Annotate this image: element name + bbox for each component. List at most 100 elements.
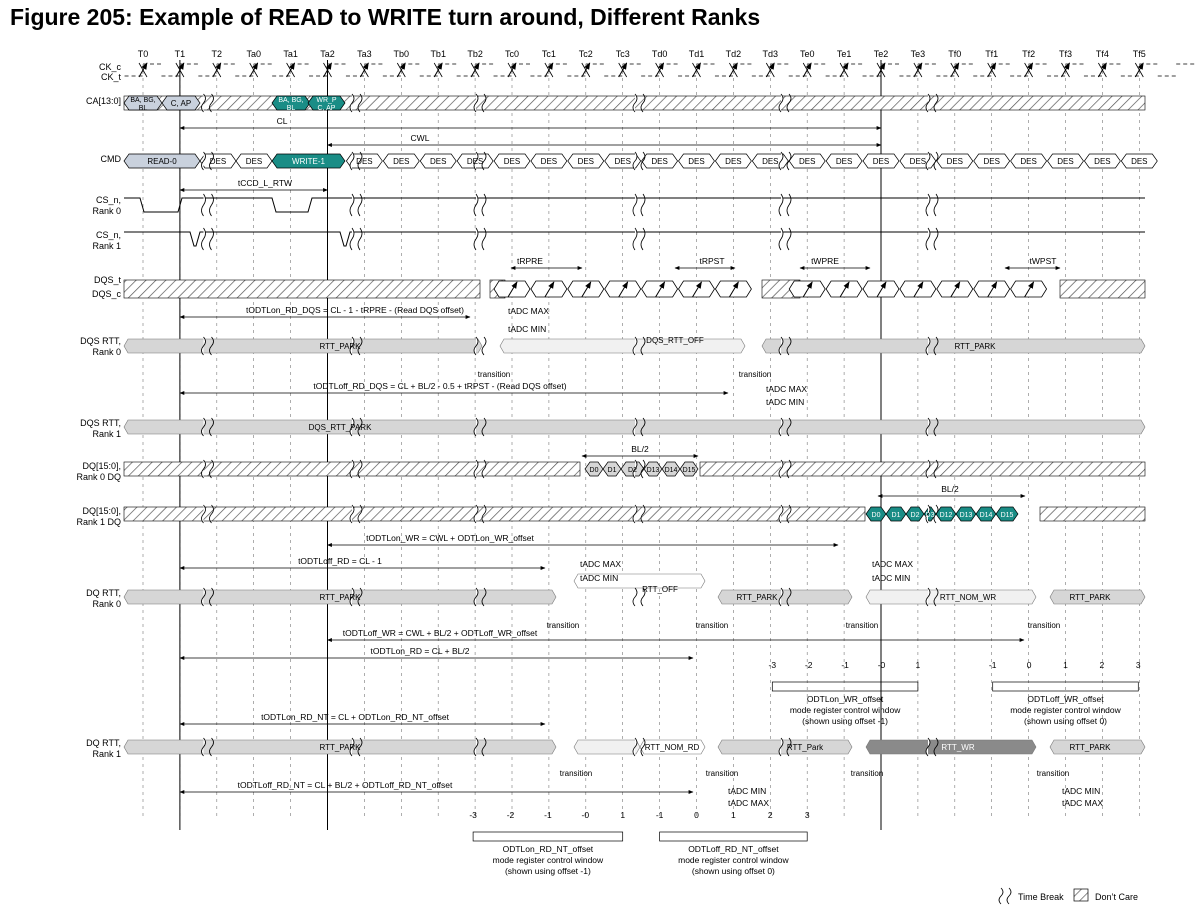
time-break-icon bbox=[933, 417, 939, 437]
time-break-icon bbox=[933, 737, 939, 757]
cmd-des-label: DES bbox=[393, 157, 409, 166]
clock-cross bbox=[618, 62, 628, 78]
control-window-box bbox=[659, 831, 808, 842]
dqs-edge-arrow bbox=[728, 281, 739, 298]
clock-cross bbox=[175, 62, 185, 78]
time-break-icon bbox=[778, 93, 784, 113]
dq-rtt-r1-park-label: RTT_PARK bbox=[319, 743, 361, 752]
time-break-icon bbox=[640, 737, 646, 757]
time-break-icon bbox=[632, 587, 638, 607]
adc-label: tADC MAX bbox=[728, 798, 769, 808]
time-break-icon bbox=[925, 417, 931, 437]
time-break-icon bbox=[933, 504, 939, 524]
time-break-icon bbox=[357, 336, 363, 356]
control-window-box bbox=[472, 831, 624, 842]
clock-label: Tf1 bbox=[985, 49, 998, 59]
odtlon-wr-arrow-label: tODTLon_WR = CWL + ODTLon_WR_offset bbox=[366, 533, 534, 543]
cmd-des-label: DES bbox=[430, 157, 446, 166]
clock-cross bbox=[544, 62, 554, 78]
adc-label: tADC MAX bbox=[766, 384, 807, 394]
clock-label: Tf0 bbox=[948, 49, 961, 59]
time-break-icon bbox=[473, 227, 479, 251]
odtlon-rd-dqs-arrow-label: tODTLon_RD_DQS = CL - 1 - tRPRE - (Read … bbox=[246, 305, 464, 315]
cmd-des-label: DES bbox=[467, 157, 483, 166]
signal-name: Rank 1 bbox=[92, 749, 121, 759]
time-break-icon bbox=[481, 737, 487, 757]
time-break-icon bbox=[786, 227, 792, 251]
clock-label: Tc2 bbox=[579, 49, 593, 59]
odtloff-rd-dqs-arrow-label: tODTLoff_RD_DQS = CL + BL/2 - 0.5 + tRPS… bbox=[313, 381, 566, 391]
window-tick: -2 bbox=[805, 660, 813, 670]
time-break-icon bbox=[786, 193, 792, 217]
time-break-icon bbox=[473, 151, 479, 171]
signal-name: Rank 0 DQ bbox=[76, 472, 121, 482]
dqs-edge-arrow bbox=[950, 281, 961, 298]
time-break-icon bbox=[632, 151, 638, 171]
odtlon-rd-nt-arrow-label: tODTLon_RD_NT = CL + ODTLon_RD_NT_offset bbox=[261, 712, 450, 722]
time-break-icon bbox=[933, 459, 939, 479]
time-break-icon bbox=[357, 737, 363, 757]
odtlon-rd-arrow-label: tODTLon_RD = CL + BL/2 bbox=[371, 646, 470, 656]
adc-label: tADC MIN bbox=[872, 573, 910, 583]
adc-label: tADC MAX bbox=[508, 306, 549, 316]
dqs-toggle bbox=[825, 280, 863, 298]
clock-label: Td3 bbox=[763, 49, 779, 59]
dq-r0-dont-care bbox=[699, 461, 1146, 477]
cmd-des bbox=[382, 153, 420, 169]
time-break-icon bbox=[209, 587, 214, 607]
cmd-des-label: DES bbox=[762, 157, 778, 166]
cmd-des-label: DES bbox=[1020, 157, 1036, 166]
cmd-des-label: DES bbox=[578, 157, 594, 166]
time-break-icon bbox=[349, 227, 355, 251]
cmd-des bbox=[641, 153, 679, 169]
clock-label: Te2 bbox=[874, 49, 889, 59]
window-tick: 0 bbox=[1027, 660, 1032, 670]
dq-r1-data-label: D2 bbox=[911, 512, 920, 519]
time-break-icon bbox=[473, 459, 479, 479]
window-tick: 1 bbox=[731, 810, 736, 820]
time-break-icon bbox=[473, 417, 479, 437]
bl2-r0-arrow-label: BL/2 bbox=[631, 444, 649, 454]
adc-label: tADC MIN bbox=[580, 573, 618, 583]
time-break-icon bbox=[209, 227, 214, 251]
dqs-toggle bbox=[530, 280, 568, 298]
cwl-arrow-label: CWL bbox=[411, 133, 430, 143]
time-break-icon bbox=[201, 587, 206, 607]
time-break-icon bbox=[201, 417, 206, 437]
clock-cross bbox=[1098, 62, 1107, 78]
dq-rtt-r0-nomwr bbox=[865, 589, 1037, 605]
ca-read-col-label: C, AP bbox=[171, 99, 191, 108]
cmd-des-label: DES bbox=[246, 157, 262, 166]
time-break-icon bbox=[632, 227, 638, 251]
time-break-icon bbox=[357, 227, 363, 251]
time-break-icon bbox=[349, 504, 355, 524]
cmd-des bbox=[862, 153, 900, 169]
time-break-icon bbox=[209, 151, 214, 171]
clock-label: Ta2 bbox=[320, 49, 335, 59]
signal-name: CS_n, bbox=[96, 230, 121, 240]
window-note: (shown using offset -1) bbox=[505, 866, 591, 876]
time-break-icon bbox=[778, 504, 784, 524]
time-break-icon bbox=[786, 151, 792, 171]
time-break-icon bbox=[925, 459, 931, 479]
clock-cross bbox=[802, 62, 812, 78]
ca-read-col bbox=[161, 95, 201, 111]
dqs-toggle bbox=[1010, 280, 1048, 298]
window-tick: -1 bbox=[544, 810, 552, 820]
time-break-icon bbox=[209, 504, 214, 524]
signal-name: CK_t bbox=[101, 72, 122, 82]
ca-write-col-label: WR_P bbox=[316, 97, 337, 104]
window-tick: -1 bbox=[989, 660, 997, 670]
rpst-arrow-label: tRPST bbox=[699, 256, 724, 266]
time-break-icon bbox=[632, 93, 638, 113]
dqs-toggle bbox=[936, 280, 974, 298]
time-break-icon bbox=[640, 587, 646, 607]
dqs-toggle bbox=[862, 280, 900, 298]
cmd-des-label: DES bbox=[799, 157, 815, 166]
figure-title: Figure 205: Example of READ to WRITE tur… bbox=[10, 4, 761, 30]
clock-cross bbox=[692, 62, 701, 78]
time-break-icon bbox=[481, 336, 487, 356]
adc-label: tADC MAX bbox=[580, 559, 621, 569]
dq-rtt-r1-wr bbox=[865, 739, 1037, 755]
cmd-des bbox=[714, 153, 752, 169]
